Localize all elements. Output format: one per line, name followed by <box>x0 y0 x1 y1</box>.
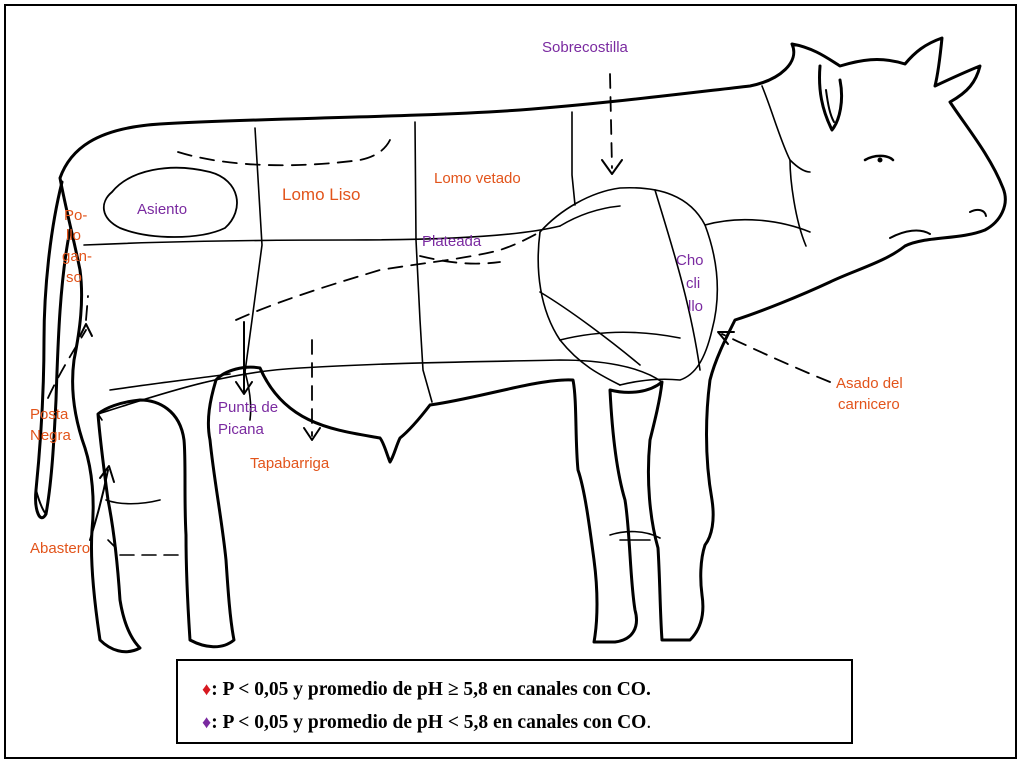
red-diamond-icon: ♦ <box>202 679 211 699</box>
label-lomo-vetado: Lomo vetado <box>434 170 521 187</box>
label-punta-de-picana-2: Picana <box>218 421 265 438</box>
legend-text-ph-low: : P < 0,05 y promedio de pH < 5,8 en can… <box>211 712 646 733</box>
label-choclillo-3: llo <box>688 298 703 315</box>
legend-row-ph-low: ♦: P < 0,05 y promedio de pH < 5,8 en ca… <box>202 706 851 739</box>
label-punta-de-picana-1: Punta de <box>218 399 278 416</box>
tail <box>36 182 70 518</box>
label-posta-negra-1: Posta <box>30 406 69 423</box>
purple-diamond-icon: ♦ <box>202 712 211 732</box>
label-asiento: Asiento <box>137 201 187 218</box>
label-posta-negra-2: Negra <box>30 427 72 444</box>
label-pollo-ganso-1: Po- <box>64 207 87 224</box>
label-pollo-ganso-4: so <box>66 269 82 286</box>
legend-row-ph-high: ♦: P < 0,05 y promedio de pH ≥ 5,8 en ca… <box>202 673 851 706</box>
label-choclillo-2: cli <box>686 275 700 292</box>
arrow-posta-negra <box>48 330 86 398</box>
cow-outline <box>60 38 1005 652</box>
label-abastero: Abastero <box>30 540 90 557</box>
arrow-pollo <box>86 296 88 320</box>
legend-box: ♦: P < 0,05 y promedio de pH ≥ 5,8 en ca… <box>176 659 853 744</box>
label-choclillo-1: Cho <box>676 252 704 269</box>
label-pollo-ganso-3: gan- <box>62 248 92 265</box>
label-sobrecostilla: Sobrecostilla <box>542 39 629 56</box>
label-asado-del-carnicero-1: Asado del <box>836 375 903 392</box>
legend-text-ph-low-period: . <box>646 712 651 733</box>
label-pollo-ganso-2: llo <box>66 227 81 244</box>
label-asado-del-carnicero-2: carnicero <box>838 396 900 413</box>
arrow-sobrecostilla <box>610 74 612 168</box>
legend-text-ph-high: : P < 0,05 y promedio de pH ≥ 5,8 en can… <box>211 679 651 700</box>
label-tapabarriga: Tapabarriga <box>250 455 330 472</box>
label-lomo-liso: Lomo Liso <box>282 185 360 204</box>
label-plateada: Plateada <box>422 233 482 250</box>
arrow-asado <box>722 334 830 382</box>
